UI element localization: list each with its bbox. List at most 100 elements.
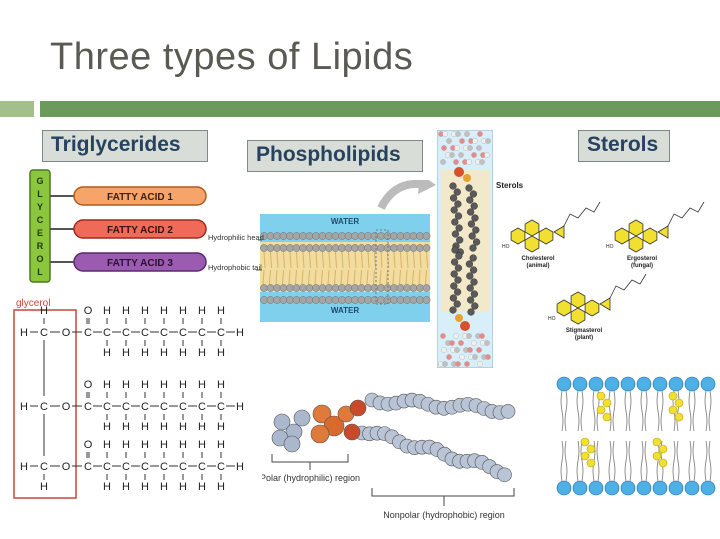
- atom-label: H: [122, 305, 130, 317]
- atom-label: C: [160, 461, 168, 473]
- cholesterol-ring: [586, 444, 596, 454]
- cholesterol-bilayer: [556, 376, 716, 496]
- atom-label: C: [179, 461, 187, 473]
- atom-label: H: [141, 439, 149, 451]
- glycerol-letter: G: [36, 176, 43, 186]
- closeup-molecules: [438, 131, 491, 367]
- atom-label: H: [122, 421, 130, 433]
- atom-label: H: [217, 305, 225, 317]
- sterol-kingdom: (plant): [575, 335, 593, 341]
- hydrophilic-head-label: Hydrophilic head: [208, 233, 264, 242]
- glycerol-letter: R: [37, 241, 44, 251]
- fatty-acid-1-chain: [73, 186, 207, 206]
- fatty-acid-2-chain: [73, 219, 207, 239]
- lipid-head: [604, 376, 620, 392]
- fatty-acid-1-label: FATTY ACID 1: [107, 192, 173, 203]
- atom-label: H: [160, 379, 168, 391]
- cholesterol-ring: [580, 437, 590, 447]
- atom-label: O: [62, 461, 71, 473]
- atom-label: H: [103, 439, 111, 451]
- atom-label: H: [179, 305, 187, 317]
- atom-label: H: [20, 461, 28, 473]
- membrane-closeup: [437, 130, 493, 368]
- atom: [283, 435, 301, 453]
- atom-label: H: [217, 421, 225, 433]
- atom: [312, 404, 332, 424]
- atom-label: H: [160, 421, 168, 433]
- atom-label: C: [198, 401, 206, 413]
- cholesterol-ring: [668, 405, 678, 415]
- atom-label: H: [217, 481, 225, 493]
- atom-label: H: [160, 347, 168, 359]
- atom-label: C: [141, 401, 149, 413]
- atom-label: H: [20, 327, 28, 339]
- title-rule-accent: [0, 101, 34, 117]
- atom-label: C: [217, 401, 225, 413]
- cholesterol-ring: [668, 391, 678, 401]
- glycerol-letter: C: [37, 215, 44, 225]
- atom-label: H: [160, 439, 168, 451]
- nonpolar-region-label: Nonpolar (hydrophobic) region: [383, 510, 505, 520]
- atom-label: H: [236, 461, 244, 473]
- atom-label: H: [20, 401, 28, 413]
- atom: [343, 423, 361, 441]
- atom-label: C: [103, 401, 111, 413]
- glycerol-box: [13, 309, 77, 499]
- atom-label: H: [179, 481, 187, 493]
- atom-label: H: [236, 401, 244, 413]
- lipid-head: [620, 480, 636, 496]
- cholesterol-ring: [596, 405, 606, 415]
- lipid-head: [636, 376, 652, 392]
- sterol-name: Ergosterol: [627, 256, 657, 262]
- atom-label: H: [198, 379, 206, 391]
- lipid-head: [588, 480, 604, 496]
- water-top-label: WATER: [331, 217, 360, 226]
- lipid-head: [700, 376, 716, 392]
- atom-label: H: [103, 379, 111, 391]
- lipid-head: [700, 480, 716, 496]
- atom-label: H: [122, 379, 130, 391]
- cholesterol-ring: [602, 398, 612, 408]
- atom-label: C: [160, 401, 168, 413]
- atom-label: C: [40, 461, 48, 473]
- lipid-head: [668, 376, 684, 392]
- glycerol-letter: Y: [37, 202, 43, 212]
- sterols-label: Sterols: [578, 130, 670, 162]
- atom-label: H: [122, 481, 130, 493]
- atom: [310, 424, 330, 444]
- fatty-acid-3-label: FATTY ACID 3: [107, 258, 173, 269]
- svg-text:HO: HO: [548, 316, 556, 322]
- atom-label: C: [179, 327, 187, 339]
- bilayer-with-cholesterol: [556, 376, 716, 496]
- atom-label: H: [179, 421, 187, 433]
- atom-label: C: [160, 327, 168, 339]
- atom-label: C: [141, 461, 149, 473]
- spacefill-atoms: [271, 392, 516, 483]
- atom-label: H: [141, 305, 149, 317]
- atom-label: C: [217, 461, 225, 473]
- lipid-head: [572, 480, 588, 496]
- atom-label: C: [198, 327, 206, 339]
- cholesterol-ring: [586, 458, 596, 468]
- lipid-head: [684, 480, 700, 496]
- sterols-panel-label: Sterols: [496, 181, 524, 190]
- atom-label: C: [84, 401, 92, 413]
- water-bottom-label: WATER: [331, 306, 360, 315]
- atom: [349, 399, 367, 417]
- lipid-head: [620, 376, 636, 392]
- atom-label: C: [103, 327, 111, 339]
- cholesterol-ring: [658, 444, 668, 454]
- sterol-structures: Sterols HOCholesterol(animal)HOErgostero…: [496, 181, 705, 341]
- atom-label: H: [141, 481, 149, 493]
- atom: [500, 404, 516, 419]
- atom-label: O: [84, 379, 93, 391]
- atom-label: H: [217, 347, 225, 359]
- atom-label: H: [179, 439, 187, 451]
- lipid-head: [668, 480, 684, 496]
- glycerol-bar: [29, 169, 51, 283]
- lipid-head: [556, 480, 572, 496]
- atom-label: H: [236, 327, 244, 339]
